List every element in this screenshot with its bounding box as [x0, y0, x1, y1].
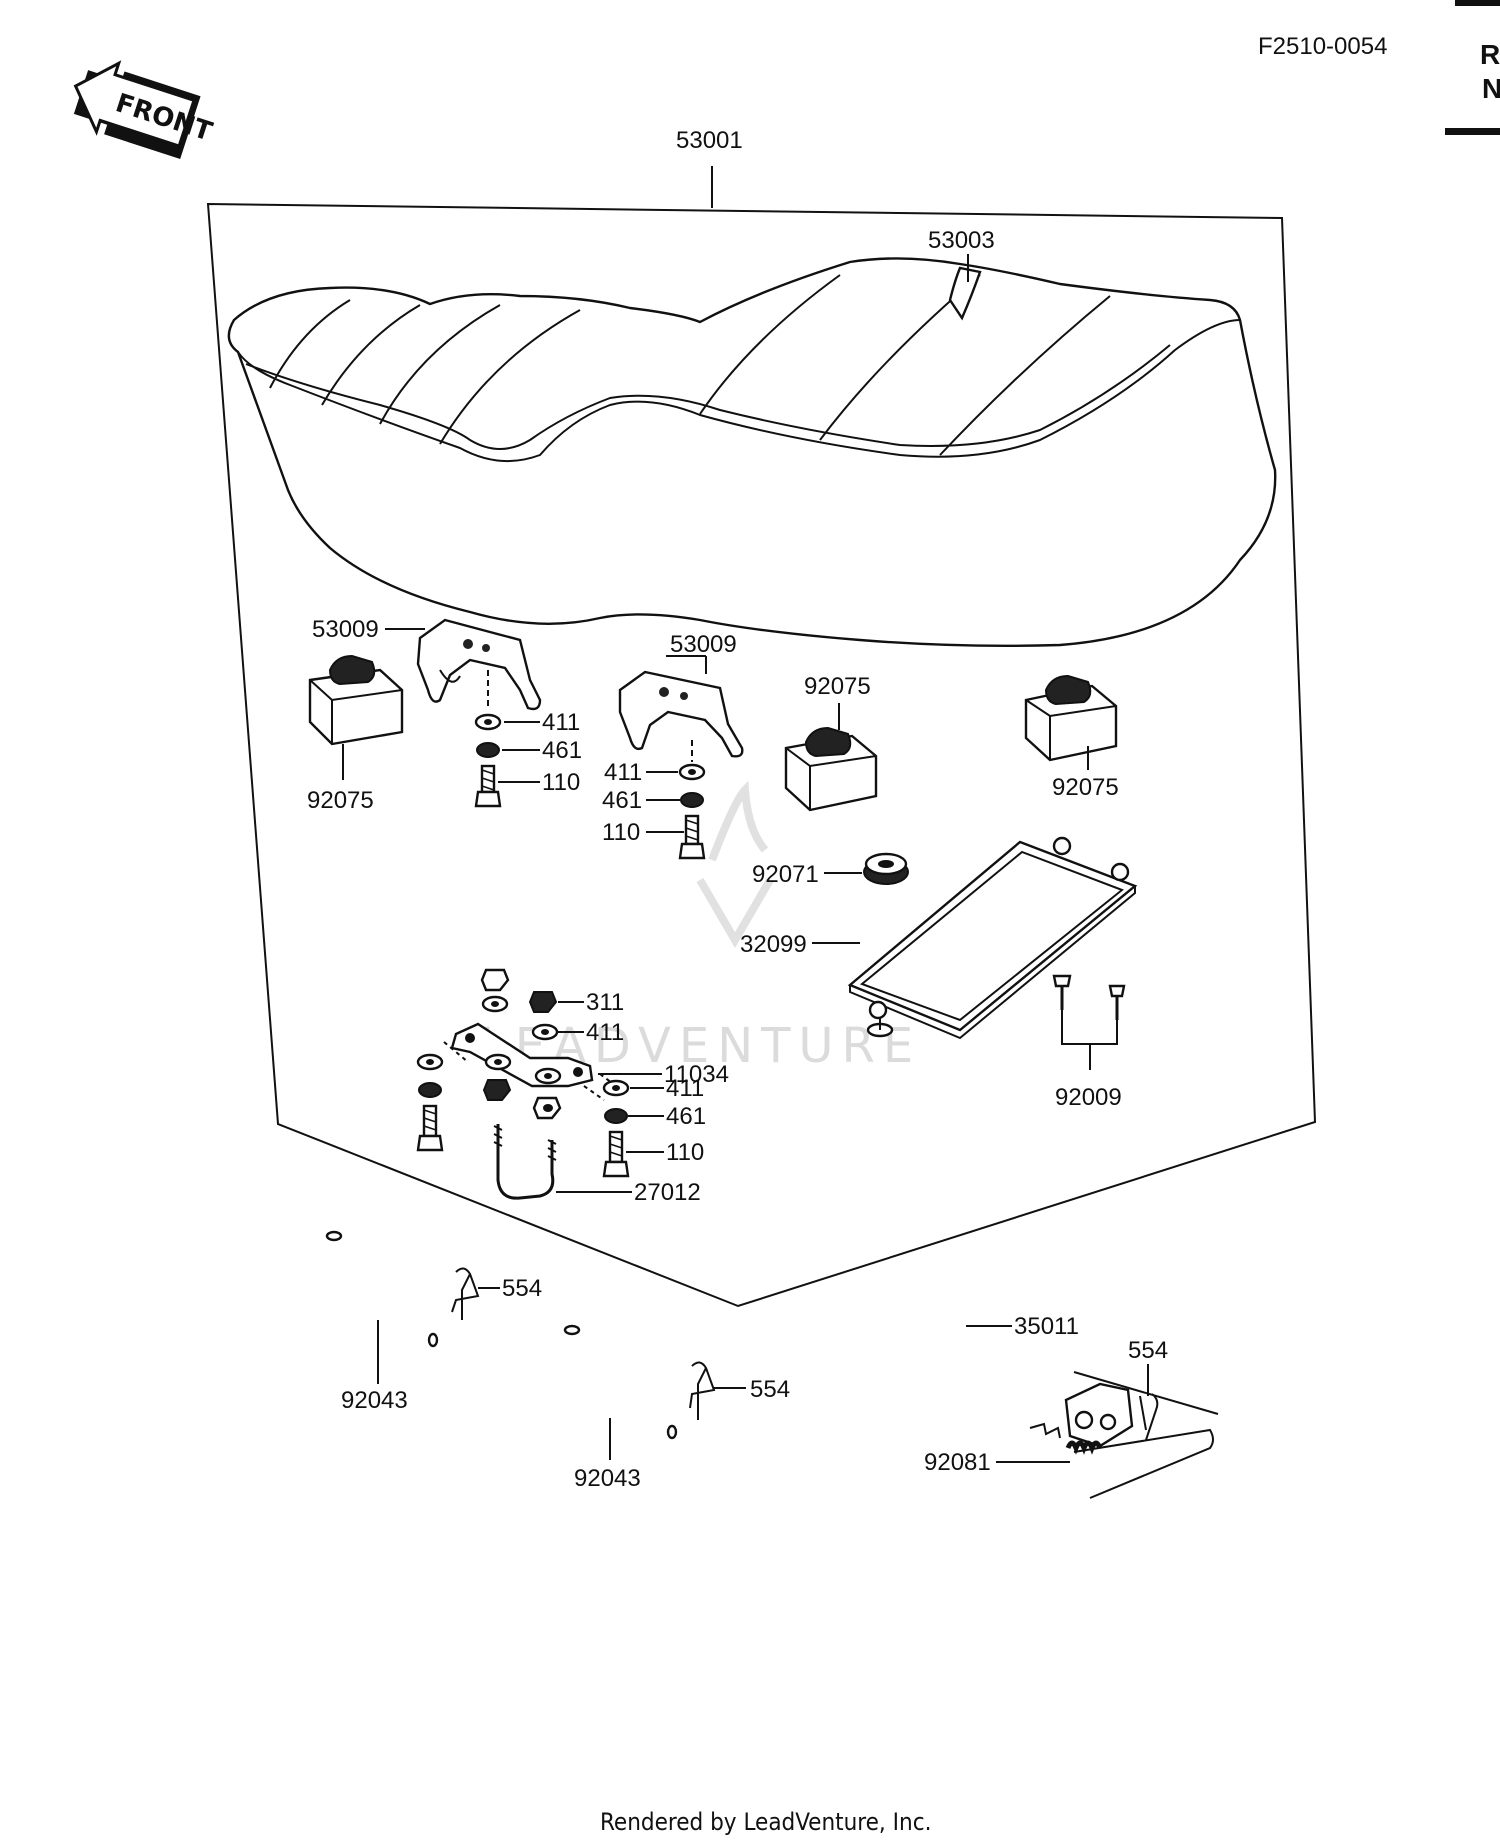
clip-left — [451, 1267, 480, 1320]
label-53001: 53001 — [676, 127, 743, 154]
tray — [847, 836, 1138, 1040]
edge-letter-n: N — [1482, 73, 1500, 104]
label-11034: 11034 — [664, 1061, 729, 1088]
spring — [1029, 1422, 1103, 1455]
label-27012: 27012 — [634, 1179, 701, 1206]
label-110-a1: 110 — [542, 769, 580, 796]
label-411-a1: 411 — [542, 709, 580, 736]
label-554-left: 554 — [502, 1275, 542, 1302]
pin-left — [325, 1230, 439, 1348]
label-311: 311 — [586, 989, 624, 1016]
front-arrow-icon: FRONT — [73, 60, 216, 159]
label-92075-left: 92075 — [307, 787, 374, 814]
label-411-a2: 411 — [604, 759, 642, 786]
clip-mid — [689, 1361, 716, 1420]
label-461-a1: 461 — [542, 737, 582, 764]
label-53009-mid: 53009 — [670, 631, 737, 658]
damper-right — [1024, 674, 1118, 762]
pin-mid — [563, 1324, 678, 1440]
damper-left — [308, 654, 404, 746]
label-411-b: 411 — [586, 1019, 624, 1046]
label-92075-mid: 92075 — [804, 673, 871, 700]
label-110-c: 110 — [666, 1139, 704, 1166]
top-hardware — [480, 968, 559, 1041]
screws — [1052, 974, 1126, 1070]
hardware-stack-left — [474, 670, 502, 808]
label-92043-left: 92043 — [341, 1387, 408, 1414]
lever — [911, 1264, 1067, 1407]
u-bolt-hardware — [482, 1053, 562, 1120]
hardware-stack-mid — [678, 740, 706, 860]
seat — [227, 254, 1277, 648]
footer-credit: Rendered by LeadVenture, Inc. — [600, 1808, 931, 1836]
u-bolt — [493, 1124, 557, 1200]
label-110-a2: 110 — [602, 819, 640, 846]
label-554-mid: 554 — [750, 1376, 790, 1403]
hinge-block — [1064, 1371, 1219, 1499]
assembly-outline — [206, 202, 1317, 1308]
lower-left-hardware — [416, 1053, 444, 1152]
label-53003: 53003 — [928, 227, 995, 254]
diagram-id: F2510-0054 — [1258, 33, 1387, 60]
label-92071: 92071 — [752, 861, 819, 888]
label-92009: 92009 — [1055, 1084, 1122, 1111]
label-35011: 35011 — [1014, 1313, 1079, 1340]
label-92081: 92081 — [924, 1449, 991, 1476]
edge-letter-r: R — [1480, 39, 1500, 70]
edge-rule-top — [1455, 0, 1500, 6]
right-edge-clip: R N — [1445, 0, 1500, 135]
label-92043-mid: 92043 — [574, 1465, 641, 1492]
label-554-right: 554 — [1128, 1337, 1168, 1364]
edge-rule — [1445, 128, 1500, 135]
label-92075-right: 92075 — [1052, 774, 1119, 801]
label-53009-left: 53009 — [312, 616, 379, 643]
label-411-c: 411 — [666, 1075, 704, 1102]
grommet — [863, 852, 909, 885]
bracket-mid — [618, 655, 744, 758]
label-32099: 32099 — [740, 931, 807, 958]
label-461-c: 461 — [666, 1103, 706, 1130]
damper-mid — [784, 726, 878, 812]
label-461-a2: 461 — [602, 787, 642, 814]
hardware-stack-right — [599, 1073, 630, 1178]
bracket-left — [416, 618, 542, 711]
